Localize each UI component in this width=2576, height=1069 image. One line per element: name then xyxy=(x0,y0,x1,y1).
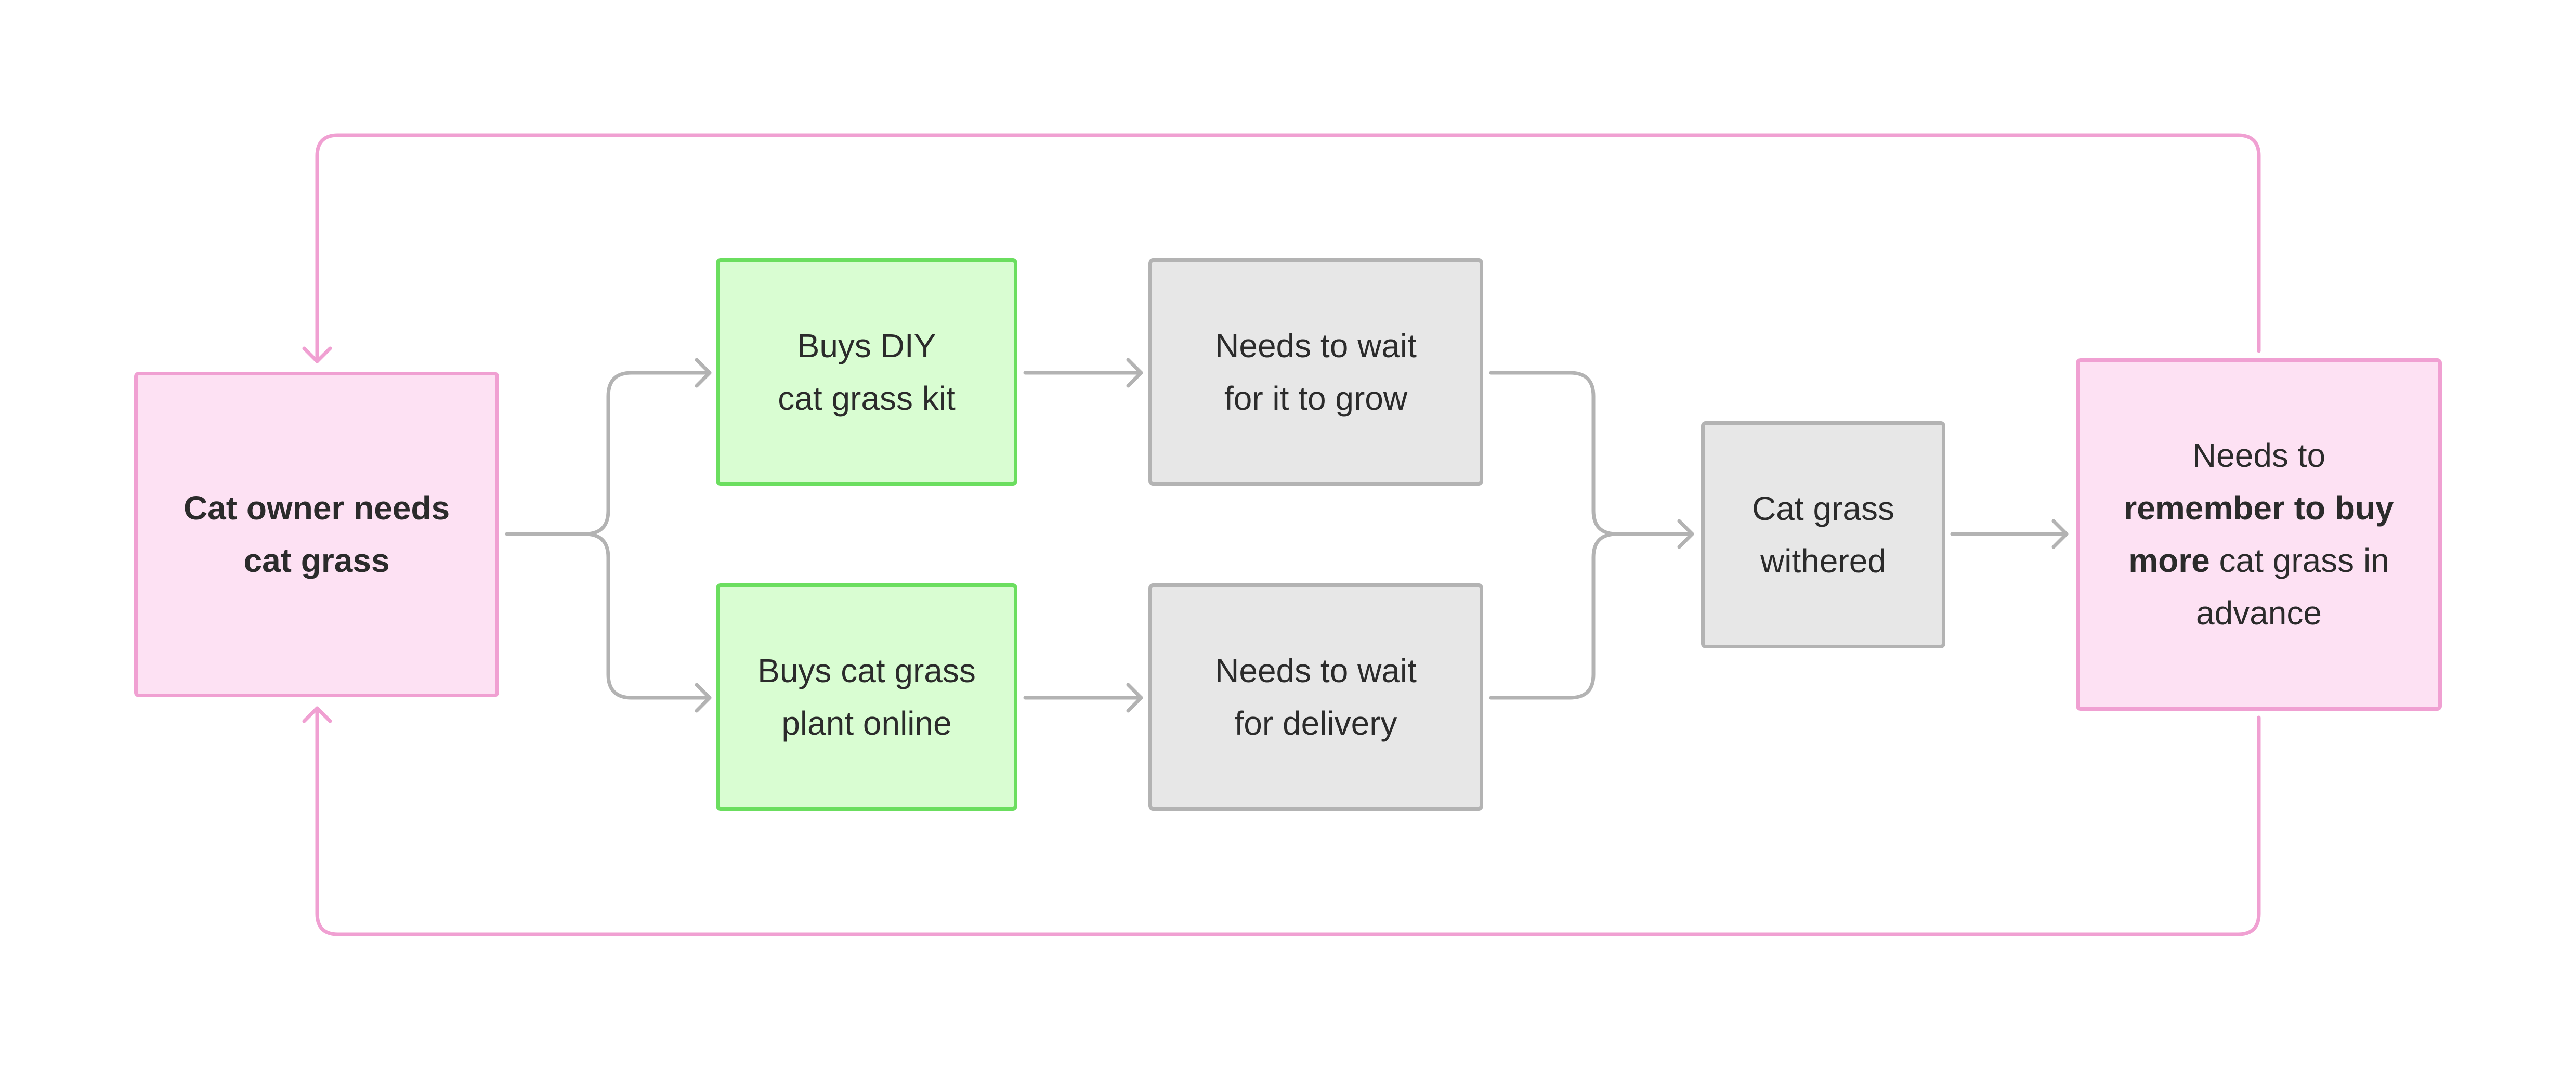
node-remember-line2: remember to buy xyxy=(2124,489,2394,527)
arrowhead-online xyxy=(695,683,712,713)
connector-wait-grow-to-withered xyxy=(1489,371,1694,536)
node-remember-line3: more cat grass in xyxy=(2124,534,2394,587)
node-wait-grow-line2: for it to grow xyxy=(1224,379,1408,417)
arrowhead-withered xyxy=(1677,519,1694,549)
node-diy-kit: Buys DIY cat grass kit xyxy=(716,258,1017,486)
node-wait-grow: Needs to wait for it to grow xyxy=(1148,258,1483,486)
arrowhead-wait-delivery xyxy=(1126,683,1143,713)
node-cat-owner-line2: cat grass xyxy=(243,542,390,579)
connector-owner-to-online xyxy=(583,532,712,700)
node-online: Buys cat grass plant online xyxy=(716,583,1017,811)
node-withered-line2: withered xyxy=(1760,542,1886,580)
connector-remember-to-owner-bottom xyxy=(315,706,2261,936)
node-remember-line1: Needs to xyxy=(2192,437,2326,474)
arrowhead-remember xyxy=(2051,519,2069,549)
node-diy-kit-line2: cat grass kit xyxy=(778,379,956,417)
node-wait-delivery-line2: for delivery xyxy=(1234,704,1397,742)
arrowhead-diy-kit xyxy=(695,358,712,388)
node-diy-kit-line1: Buys DIY xyxy=(797,327,936,364)
connector-remember-to-owner-top xyxy=(315,133,2261,363)
node-cat-owner-line1: Cat owner needs xyxy=(183,489,450,527)
arrowhead-wait-grow xyxy=(1126,358,1143,388)
node-wait-delivery-line1: Needs to wait xyxy=(1215,651,1417,689)
node-cat-owner: Cat owner needs cat grass xyxy=(134,372,499,697)
node-wait-delivery: Needs to wait for delivery xyxy=(1148,583,1483,811)
node-remember-line3-rest: cat grass in xyxy=(2209,542,2389,579)
node-remember: Needs to remember to buy more cat grass … xyxy=(2076,358,2442,711)
node-remember-line3-bold: more xyxy=(2128,542,2210,579)
node-withered-line1: Cat grass xyxy=(1752,489,1894,527)
node-online-line2: plant online xyxy=(781,704,952,742)
connector-owner-to-diy-kit xyxy=(505,371,712,536)
arrowhead-owner-bottom xyxy=(302,706,332,723)
arrowhead-owner-top xyxy=(302,346,332,363)
node-wait-grow-line1: Needs to wait xyxy=(1215,327,1417,364)
node-online-line1: Buys cat grass xyxy=(757,651,976,689)
connector-wait-delivery-to-withered xyxy=(1489,532,1619,700)
node-remember-line4: advance xyxy=(2196,594,2322,632)
node-withered: Cat grass withered xyxy=(1701,421,1945,648)
